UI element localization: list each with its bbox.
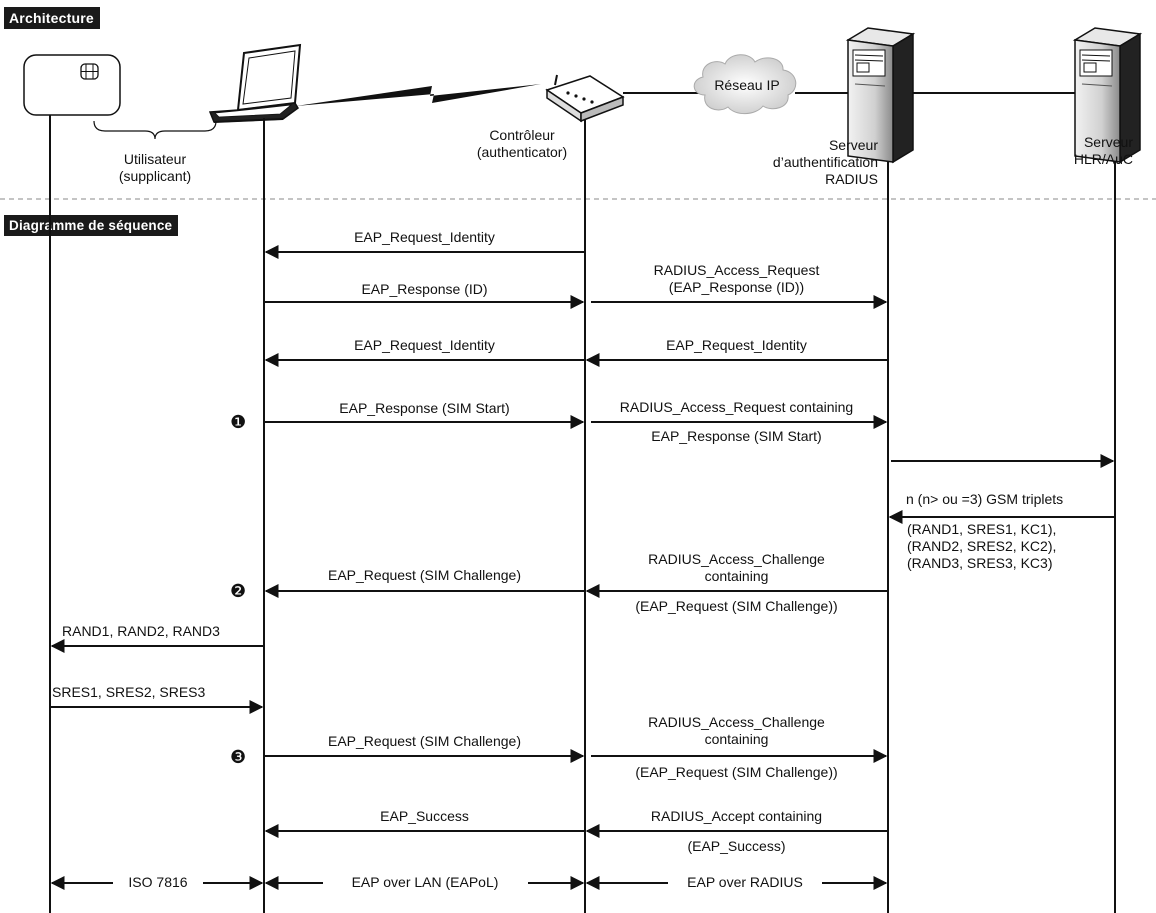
- radius-label-line2: d’authentification: [772, 154, 878, 170]
- network-label: Réseau IP: [714, 77, 780, 93]
- msg-m9: EAP_Request (SIM Challenge): [328, 567, 521, 583]
- msg-m13: EAP_Request (SIM Challenge): [328, 733, 521, 749]
- architecture-section-label: Architecture: [4, 7, 100, 29]
- msg-m4: EAP_Request_Identity: [354, 337, 495, 353]
- msg-m2: EAP_Response (ID): [361, 281, 488, 297]
- msg-m3: RADIUS_Access_Request (EAP_Response (ID)…: [585, 262, 888, 296]
- msg-m3-line2: (EAP_Response (ID)): [668, 279, 805, 295]
- radius-label-line3: RADIUS: [825, 171, 878, 187]
- user-label: Utilisateur (supplicant): [95, 151, 215, 185]
- laptop-icon: [208, 43, 302, 123]
- protocol-eapol: EAP over LAN (EAPoL): [351, 874, 499, 890]
- msg-m10c: (EAP_Request (SIM Challenge)): [635, 598, 838, 614]
- hlr-label-line2: HLR/AuC: [1073, 151, 1133, 167]
- msg-m7b: EAP_Response (SIM Start): [651, 428, 822, 444]
- msg-m5: EAP_Request_Identity: [666, 337, 807, 353]
- radius-label-line1: Serveur: [828, 137, 878, 153]
- user-brace: [93, 120, 217, 140]
- access-point-icon: [545, 74, 625, 123]
- smart-card-icon: [23, 54, 121, 116]
- msg-m14c: (EAP_Request (SIM Challenge)): [635, 764, 838, 780]
- msg-m7a: RADIUS_Access_Request containing: [619, 399, 854, 415]
- msg-m16a: RADIUS_Accept containing: [650, 808, 823, 824]
- msg-m1: EAP_Request_Identity: [354, 229, 495, 245]
- msg-m6: EAP_Response (SIM Start): [339, 400, 510, 416]
- controller-label: Contrôleur (authenticator): [452, 127, 592, 161]
- triplet-2: (RAND2, SRES2, KC2),: [907, 538, 1057, 554]
- msg-m8: n (n> ou =3) GSM triplets: [906, 491, 1064, 507]
- step-2-marker: ❷: [230, 581, 247, 601]
- user-label-line1: Utilisateur: [123, 151, 187, 167]
- msg-m8-triplets: (RAND1, SRES1, KC1), (RAND2, SRES2, KC2)…: [907, 521, 1056, 572]
- protocol-iso7816: ISO 7816: [128, 874, 188, 890]
- protocol-eap-radius: EAP over RADIUS: [687, 874, 803, 890]
- user-label-line2: (supplicant): [118, 168, 192, 184]
- msg-m10-line1: RADIUS_Access_Challenge: [648, 551, 825, 567]
- step-1-marker: ❶: [230, 412, 247, 432]
- controller-label-line2: (authenticator): [476, 144, 568, 160]
- msg-m11: RAND1, RAND2, RAND3: [62, 623, 220, 639]
- msg-m10-line2: containing: [704, 568, 769, 584]
- msg-m14: RADIUS_Access_Challenge containing: [585, 714, 888, 748]
- msg-m10: RADIUS_Access_Challenge containing: [585, 551, 888, 585]
- msg-m14-line1: RADIUS_Access_Challenge: [648, 714, 825, 730]
- triplet-3: (RAND3, SRES3, KC3): [907, 555, 1053, 571]
- radius-server-icon: [845, 27, 916, 164]
- cloud-icon: [693, 54, 797, 115]
- hlr-server-icon: [1072, 27, 1143, 164]
- radius-label: Serveur d’authentification RADIUS: [738, 137, 878, 188]
- msg-m16b: (EAP_Success): [687, 838, 786, 854]
- msg-m15: EAP_Success: [380, 808, 469, 824]
- hlr-label-line1: Serveur: [1083, 134, 1133, 150]
- msg-m14-line2: containing: [704, 731, 769, 747]
- step-3-marker: ❸: [230, 747, 247, 767]
- msg-m12: SRES1, SRES2, SRES3: [52, 684, 206, 700]
- msg-m3-line1: RADIUS_Access_Request: [653, 262, 820, 278]
- triplet-1: (RAND1, SRES1, KC1),: [907, 521, 1057, 537]
- controller-label-line1: Contrôleur: [489, 127, 555, 143]
- wireless-link-icon: [296, 84, 541, 106]
- hlr-label: Serveur HLR/AuC: [1000, 134, 1133, 168]
